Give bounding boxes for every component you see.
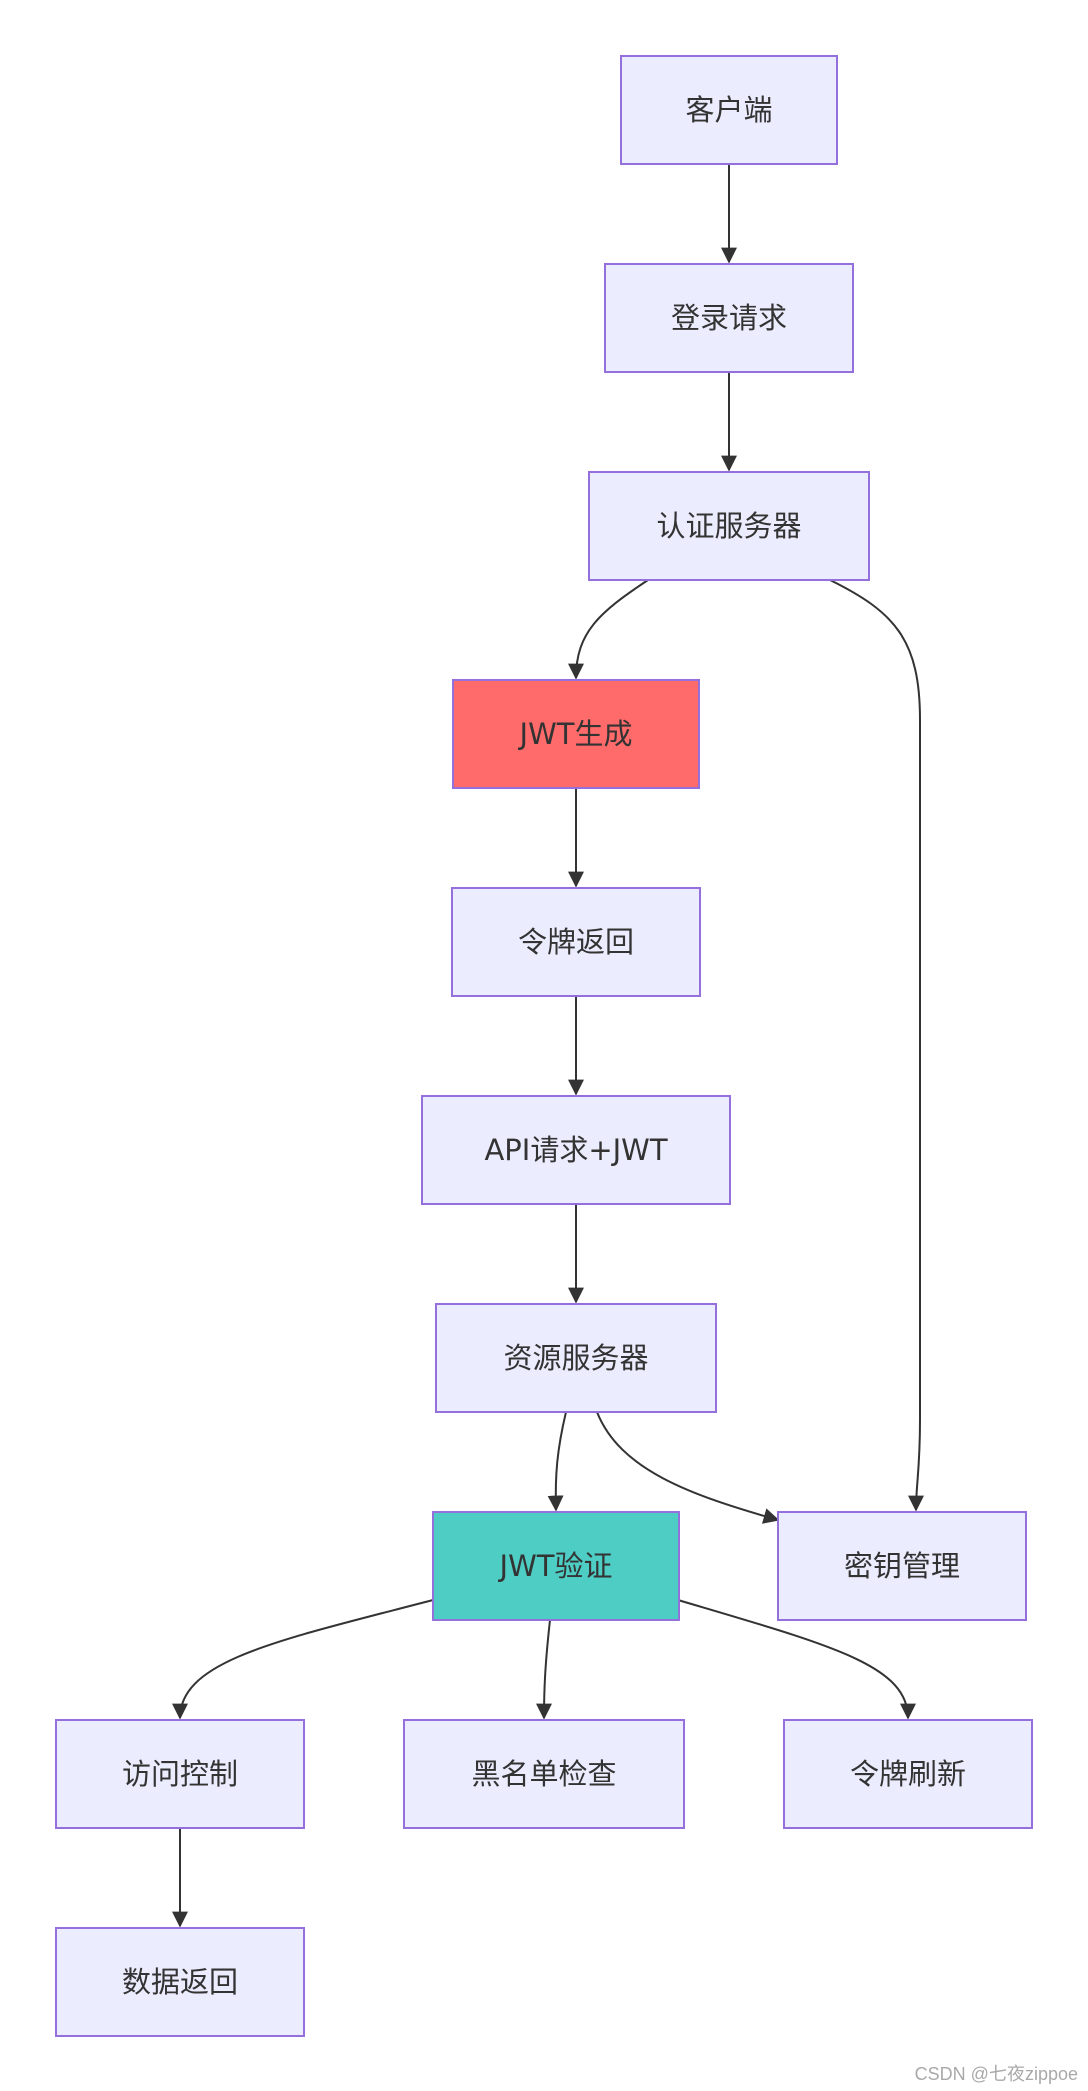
node-jwt-generate: JWT生成 <box>452 679 700 789</box>
node-key-management-label: 密钥管理 <box>844 1549 960 1583</box>
edge-resource-jwtverify <box>547 1411 567 1512</box>
edge-jwtverify-refresh <box>677 1599 916 1720</box>
node-access-control-label: 访问控制 <box>122 1757 238 1791</box>
node-client: 客户端 <box>620 55 838 165</box>
node-login-request: 登录请求 <box>604 263 854 373</box>
edge-jwtverify-blacklist <box>536 1619 553 1720</box>
node-access-control: 访问控制 <box>55 1719 305 1829</box>
node-token-refresh: 令牌刷新 <box>783 1719 1033 1829</box>
edge-auth-jwtgen <box>568 579 649 680</box>
node-blacklist-check-label: 黑名单检查 <box>471 1757 616 1791</box>
node-jwt-verify: JWT验证 <box>432 1511 680 1621</box>
node-jwt-generate-label: JWT生成 <box>518 717 633 751</box>
edge-jwtverify-access <box>172 1599 434 1720</box>
node-blacklist-check: 黑名单检查 <box>403 1719 685 1829</box>
node-key-management: 密钥管理 <box>777 1511 1027 1621</box>
node-api-request: API请求+JWT <box>421 1095 731 1205</box>
node-auth-server: 认证服务器 <box>588 471 870 581</box>
node-login-request-label: 登录请求 <box>671 301 787 335</box>
watermark: CSDN @七夜zippoe <box>914 2064 1078 2084</box>
node-token-return-label: 令牌返回 <box>518 925 634 959</box>
node-token-refresh-label: 令牌刷新 <box>850 1757 966 1791</box>
node-api-request-label: API请求+JWT <box>484 1133 667 1167</box>
node-token-return: 令牌返回 <box>451 887 701 997</box>
node-auth-server-label: 认证服务器 <box>656 509 801 543</box>
node-client-label: 客户端 <box>685 93 772 127</box>
node-data-return: 数据返回 <box>55 1927 305 2037</box>
edge-auth-keymgmt <box>829 579 925 1512</box>
node-resource-server: 资源服务器 <box>435 1303 717 1413</box>
node-jwt-verify-label: JWT验证 <box>498 1549 613 1583</box>
edge-resource-keymgmt <box>596 1411 780 1524</box>
node-data-return-label: 数据返回 <box>122 1965 238 1999</box>
node-resource-server-label: 资源服务器 <box>503 1341 648 1375</box>
edges <box>172 165 925 1928</box>
